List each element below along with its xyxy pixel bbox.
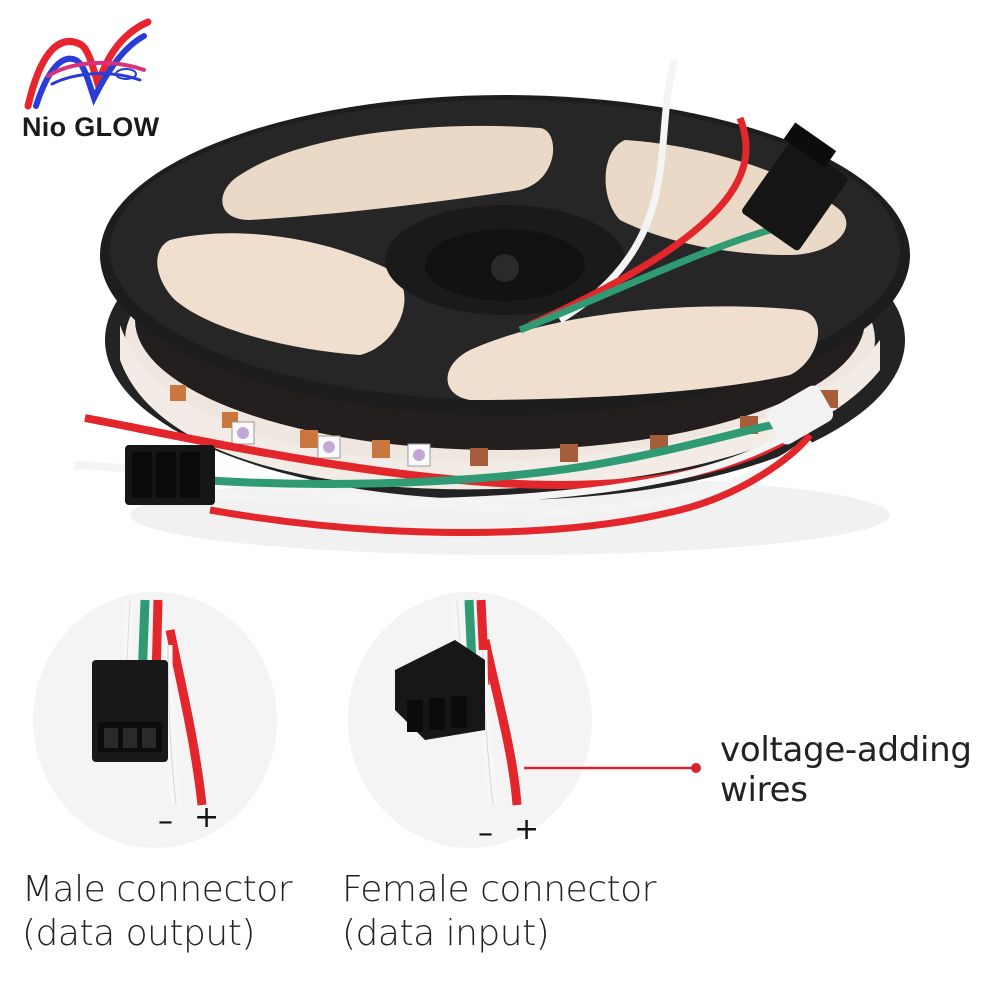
- callout-label: voltage-adding wires: [720, 730, 1000, 810]
- female-plus-sign: +: [514, 812, 540, 847]
- bottom-connector: [125, 445, 215, 505]
- male-connector-caption: Male connector (data output): [22, 868, 293, 956]
- male-caption-line2: (data output): [22, 913, 255, 954]
- female-caption-line2: (data input): [342, 913, 550, 954]
- callout-pointer: [520, 760, 720, 776]
- male-minus-sign: –: [158, 804, 173, 839]
- brand-logo-mark: [24, 18, 152, 110]
- led-strip-reel-illustration: [74, 58, 910, 555]
- female-connector-photo: [348, 592, 592, 848]
- male-connector-panel: [30, 590, 280, 850]
- led-chips: [170, 385, 838, 467]
- brand-name: Nio GLOW: [22, 112, 160, 142]
- callout-line1: voltage-adding: [720, 730, 972, 770]
- male-plus-sign: +: [194, 800, 220, 835]
- male-connector-photo: [33, 592, 277, 848]
- brand-logo: [18, 14, 158, 114]
- callout-line: [524, 763, 701, 773]
- top-connector: [742, 122, 848, 251]
- callout-line2: wires: [720, 770, 808, 810]
- female-minus-sign: –: [478, 816, 493, 851]
- callout-dot: [691, 763, 701, 773]
- female-caption-line1: Female connector: [342, 869, 656, 910]
- male-caption-line1: Male connector: [22, 869, 293, 910]
- female-connector-panel: [345, 590, 595, 850]
- product-photo: [0, 40, 1000, 580]
- female-connector-caption: Female connector (data input): [342, 868, 656, 956]
